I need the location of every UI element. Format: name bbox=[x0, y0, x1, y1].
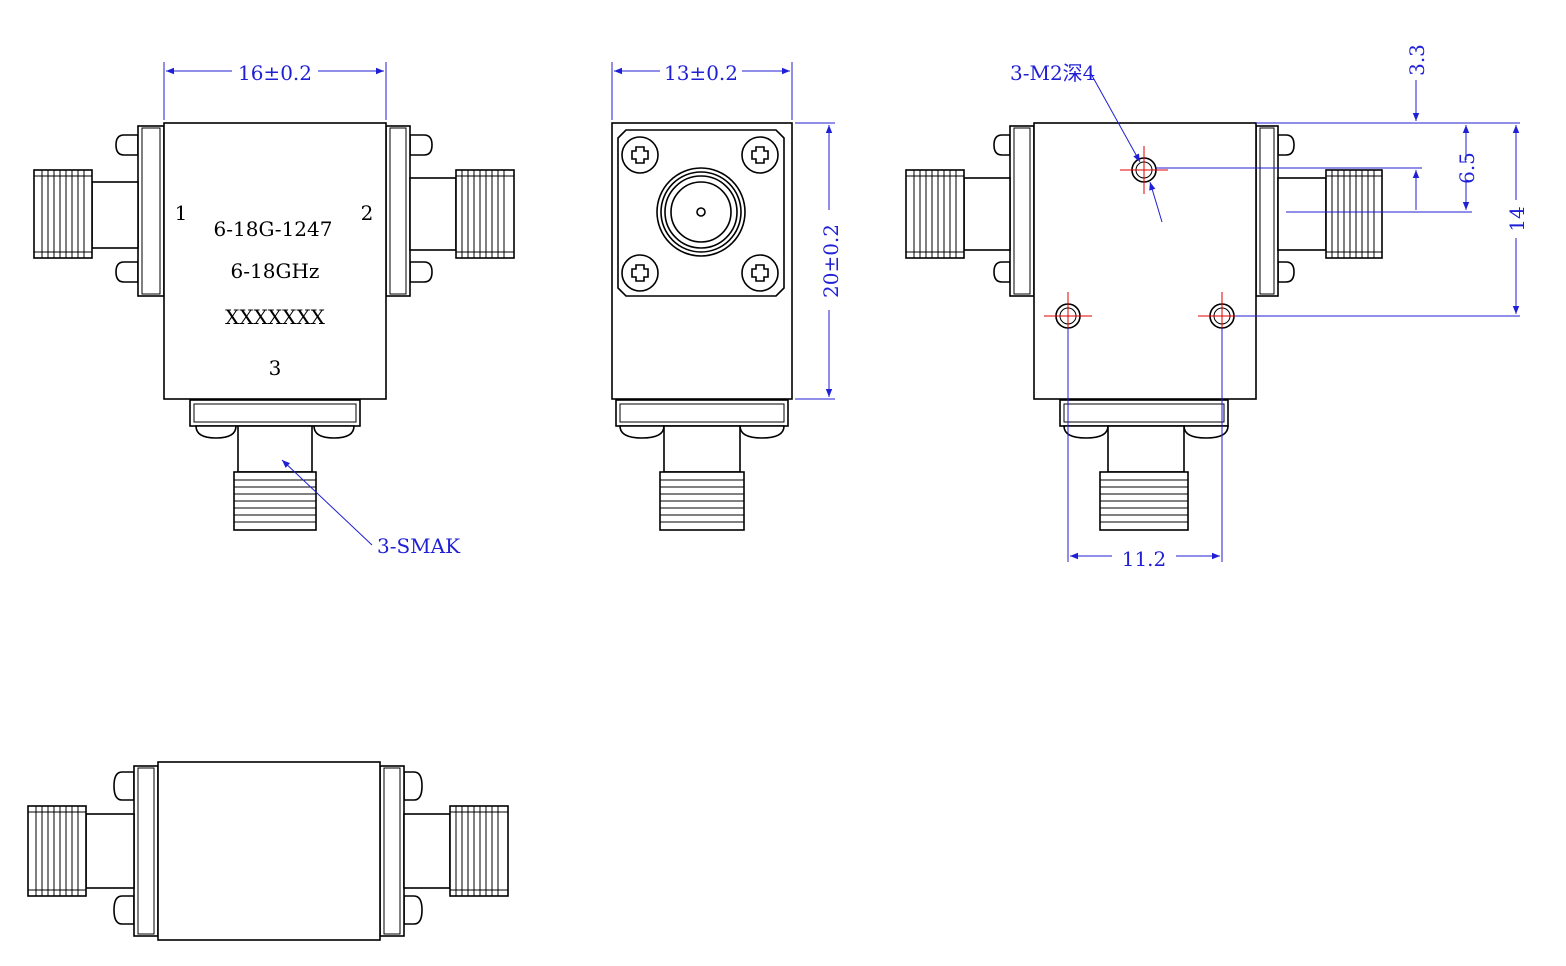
top-right-connector bbox=[379, 765, 509, 937]
back-left-connector bbox=[905, 125, 1035, 297]
side-view: 13±0.2 20±0.2 bbox=[611, 61, 843, 531]
screw-icon bbox=[621, 136, 779, 292]
back-right-dimensions: 3.3 6.5 14 bbox=[1156, 44, 1529, 317]
model-label: 6-18G-1247 bbox=[214, 217, 333, 241]
back-bottom-connector bbox=[1059, 399, 1229, 531]
front-view: 1 2 6-18G-1247 6-18GHz XXXXXXX 3 16±0.2 … bbox=[33, 61, 515, 558]
port-2-label: 2 bbox=[361, 201, 374, 225]
front-body bbox=[163, 122, 387, 400]
top-body bbox=[157, 761, 381, 941]
side-flange bbox=[617, 129, 785, 297]
side-width-text: 13±0.2 bbox=[664, 61, 738, 85]
serial-label: XXXXXXX bbox=[225, 305, 325, 329]
back-body bbox=[1033, 122, 1257, 400]
hole-callout: 3-M2深4 bbox=[1010, 61, 1163, 223]
connector-callout: 3-SMAK bbox=[281, 459, 461, 558]
front-left-connector bbox=[33, 125, 165, 297]
dim-mid-text: 6.5 bbox=[1455, 152, 1479, 184]
frequency-label: 6-18GHz bbox=[231, 259, 320, 283]
side-body bbox=[611, 122, 793, 400]
side-height-text: 20±0.2 bbox=[819, 224, 843, 298]
hole-callout-text: 3-M2深4 bbox=[1010, 61, 1095, 85]
port-3-label: 3 bbox=[269, 356, 282, 380]
back-bottom-dimension: 11.2 bbox=[1067, 328, 1223, 571]
side-connector-face bbox=[656, 167, 746, 257]
side-bottom-connector bbox=[615, 399, 789, 531]
top-view bbox=[27, 761, 509, 941]
back-right-connector bbox=[1255, 125, 1383, 297]
dim-bottom-text: 11.2 bbox=[1122, 547, 1167, 571]
top-left-connector bbox=[27, 765, 159, 937]
dim-overall-text: 14 bbox=[1505, 206, 1529, 231]
back-view: 3-M2深4 3.3 6.5 14 11.2 bbox=[905, 44, 1529, 571]
side-width-dimension: 13±0.2 bbox=[611, 61, 793, 120]
side-height-dimension: 20±0.2 bbox=[795, 122, 843, 400]
front-width-dimension: 16±0.2 bbox=[163, 61, 387, 120]
port-1-label: 1 bbox=[175, 201, 188, 225]
front-width-text: 16±0.2 bbox=[238, 61, 312, 85]
front-bottom-connector bbox=[189, 399, 361, 531]
front-right-connector bbox=[385, 125, 515, 297]
connector-callout-text: 3-SMAK bbox=[377, 534, 461, 558]
dim-top-text: 3.3 bbox=[1405, 44, 1429, 76]
